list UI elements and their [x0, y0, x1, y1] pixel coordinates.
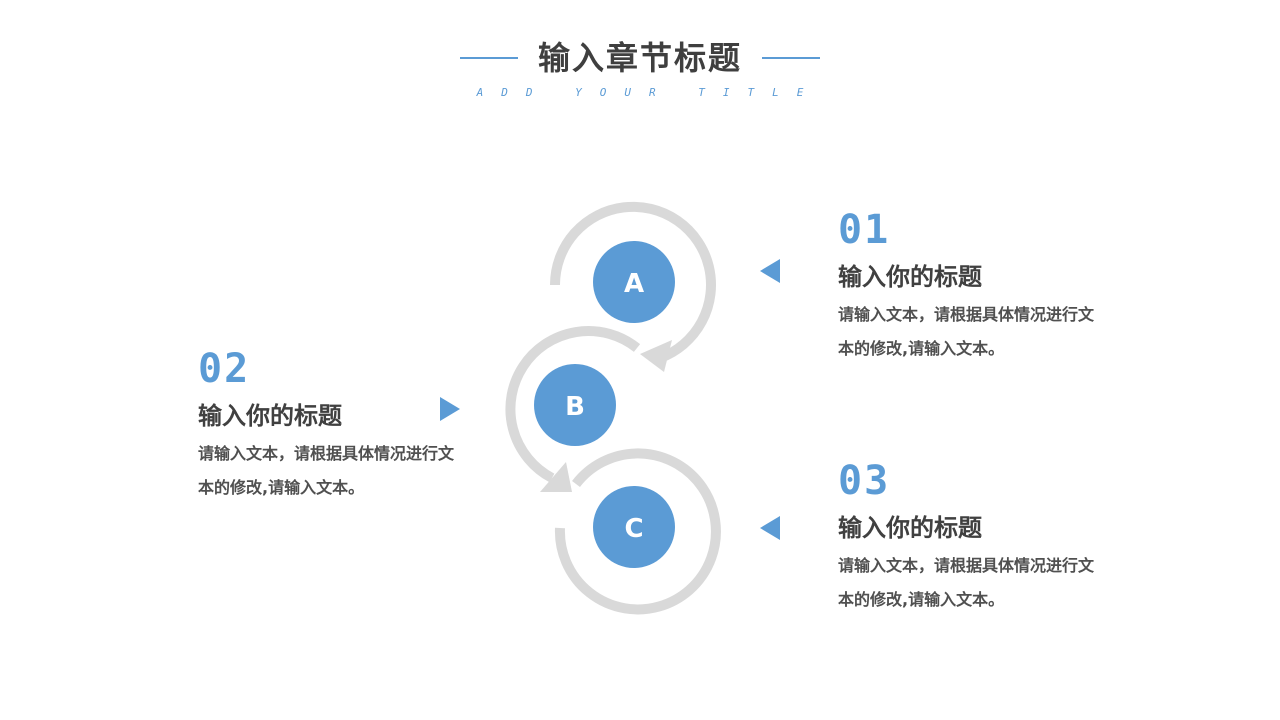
item-title: 输入你的标题: [838, 263, 982, 291]
ring-b-arrowhead: [540, 462, 572, 492]
page-subtitle: ADD YOUR TITLE: [476, 86, 822, 99]
node-a-letter: A: [624, 269, 644, 299]
item-title: 输入你的标题: [838, 514, 982, 542]
title-line-left: [459, 57, 518, 59]
node-a-circle: [593, 241, 675, 323]
header: 输入章节标题 ADD YOUR TITLE: [0, 36, 1280, 99]
ring-a: [549, 201, 716, 363]
ring-a-arrowhead: [640, 340, 672, 372]
item-text: 请输入文本，请根据具体情况进行文本的修改,请输入文本。: [838, 305, 1095, 358]
pointer-triangle-03: [760, 516, 780, 540]
item-number: 01: [838, 207, 891, 253]
title-line-right: [762, 57, 820, 59]
page-title: 输入章节标题: [537, 39, 742, 77]
node-c-circle: [593, 486, 675, 568]
item-text: 请输入文本，请根据具体情况进行文本的修改,请输入文本。: [198, 444, 455, 497]
item-01: 01 输入你的标题 请输入文本，请根据具体情况进行文本的修改,请输入文本。: [838, 208, 1098, 366]
ring-c: [554, 448, 721, 615]
pointer-triangle-01: [760, 259, 780, 283]
node-c-letter: C: [624, 514, 643, 544]
item-title: 输入你的标题: [198, 402, 342, 430]
item-number: 03: [838, 458, 891, 504]
item-number: 02: [198, 346, 251, 392]
pointer-triangle-02: [440, 397, 460, 421]
item-text: 请输入文本，请根据具体情况进行文本的修改,请输入文本。: [838, 556, 1095, 609]
node-b-letter: B: [565, 392, 585, 422]
node-b-circle: [534, 364, 616, 446]
title-row: 输入章节标题: [0, 36, 1280, 80]
item-02: 02 输入你的标题 请输入文本，请根据具体情况进行文本的修改,请输入文本。: [198, 347, 458, 505]
ring-b: [505, 326, 641, 483]
item-03: 03 输入你的标题 请输入文本，请根据具体情况进行文本的修改,请输入文本。: [838, 459, 1098, 617]
